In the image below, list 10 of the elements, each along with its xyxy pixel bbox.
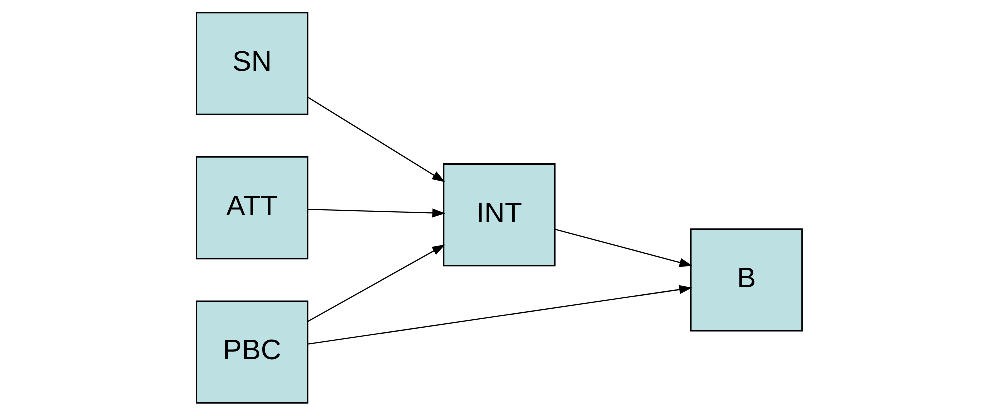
node-box: B	[690, 228, 803, 332]
arrow	[308, 97, 446, 182]
node-box: PBC	[196, 300, 309, 404]
node-box: ATT	[196, 156, 309, 260]
arrow	[308, 285, 692, 345]
node-box: SN	[196, 12, 309, 116]
arrow	[555, 229, 693, 268]
node-box: INT	[443, 164, 556, 267]
arrow	[308, 208, 446, 218]
arrow	[308, 244, 446, 322]
